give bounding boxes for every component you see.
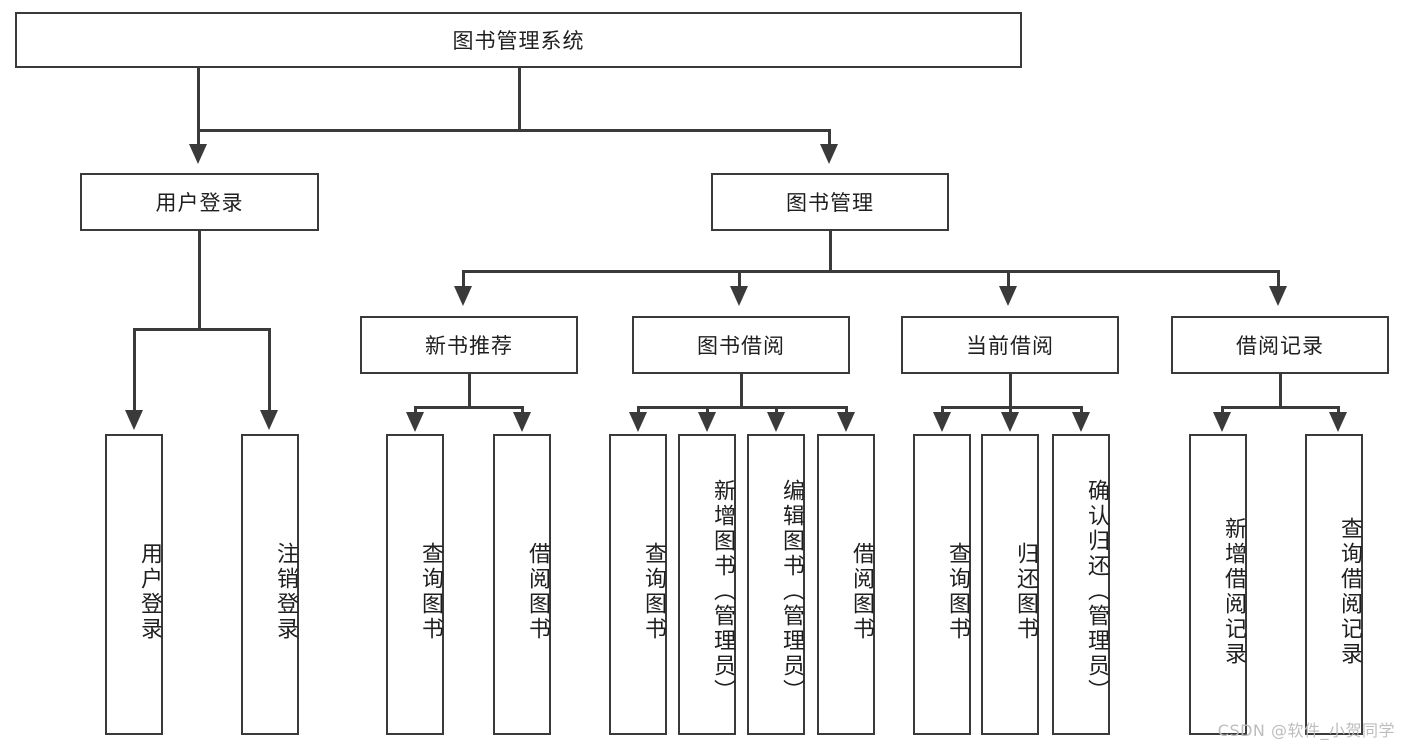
node-current-borrow[interactable]: 当前借阅 bbox=[901, 316, 1119, 374]
leaf-borrow-edit-book[interactable]: 编辑图书（管理员） bbox=[747, 434, 805, 735]
connector-record-drop-2 bbox=[1337, 406, 1340, 414]
arrow-recommend-to-borrow bbox=[513, 412, 531, 432]
connector-root-to-bookmgmt bbox=[828, 129, 831, 146]
leaf-logout[interactable]: 注销登录 bbox=[241, 434, 299, 735]
connector-current-drop-3 bbox=[1080, 406, 1083, 414]
connector-current-stem bbox=[1009, 374, 1012, 408]
connector-bookmgmt-stem bbox=[829, 231, 832, 272]
connector-borrow-drop-3 bbox=[775, 406, 778, 414]
leaf-user-login-label: 用户登录 bbox=[137, 541, 162, 642]
connector-current-drop-2 bbox=[1009, 406, 1012, 414]
leaf-borrow-lend-book[interactable]: 借阅图书 bbox=[817, 434, 875, 735]
leaf-current-confirm-return[interactable]: 确认归还（管理员） bbox=[1052, 434, 1110, 735]
connector-record-bus bbox=[1221, 406, 1340, 409]
arrow-login-to-user-login bbox=[125, 410, 143, 430]
connector-login-stem bbox=[198, 231, 201, 330]
arrow-current-to-query bbox=[933, 412, 951, 432]
arrow-borrow-to-add bbox=[698, 412, 716, 432]
arrow-bookmgmt-to-recommend bbox=[454, 286, 472, 306]
arrow-root-to-login bbox=[189, 144, 207, 164]
connector-borrow-stem bbox=[740, 374, 743, 408]
leaf-borrow-add-book-label: 新增图书（管理员） bbox=[710, 479, 735, 704]
node-book-borrow-label: 图书借阅 bbox=[697, 334, 785, 358]
arrow-recommend-to-query bbox=[406, 412, 424, 432]
node-user-login[interactable]: 用户登录 bbox=[80, 173, 319, 231]
arrow-root-to-bookmgmt bbox=[820, 144, 838, 164]
node-borrow-record[interactable]: 借阅记录 bbox=[1171, 316, 1389, 374]
arrow-borrow-to-lend bbox=[837, 412, 855, 432]
connector-bookmgmt-drop-1 bbox=[462, 270, 465, 288]
arrow-borrow-to-query bbox=[629, 412, 647, 432]
leaf-record-query[interactable]: 查询借阅记录 bbox=[1305, 434, 1363, 735]
leaf-current-query-book-label: 查询图书 bbox=[945, 541, 970, 642]
leaf-user-login[interactable]: 用户登录 bbox=[105, 434, 163, 735]
node-borrow-record-label: 借阅记录 bbox=[1236, 334, 1324, 358]
node-book-management-label: 图书管理 bbox=[786, 191, 874, 215]
connector-recommend-drop-2 bbox=[521, 406, 524, 414]
arrow-record-to-add bbox=[1213, 412, 1231, 432]
leaf-recommend-query-book[interactable]: 查询图书 bbox=[386, 434, 444, 735]
leaf-recommend-query-book-label: 查询图书 bbox=[418, 541, 443, 642]
node-book-management[interactable]: 图书管理 bbox=[711, 173, 949, 231]
connector-root-bus bbox=[197, 129, 831, 132]
connector-recommend-stem bbox=[468, 374, 471, 408]
leaf-recommend-borrow-book-label: 借阅图书 bbox=[525, 541, 550, 642]
connector-current-drop-1 bbox=[941, 406, 944, 414]
connector-borrow-drop-1 bbox=[637, 406, 640, 414]
node-root[interactable]: 图书管理系统 bbox=[15, 12, 1022, 68]
node-root-label: 图书管理系统 bbox=[452, 29, 585, 53]
node-current-borrow-label: 当前借阅 bbox=[966, 334, 1054, 358]
connector-record-stem bbox=[1279, 374, 1282, 408]
leaf-record-add-label: 新增借阅记录 bbox=[1221, 516, 1246, 667]
node-new-book-recommend[interactable]: 新书推荐 bbox=[360, 316, 578, 374]
connector-recommend-drop-1 bbox=[414, 406, 417, 414]
connector-borrow-bus bbox=[637, 406, 848, 409]
leaf-record-query-label: 查询借阅记录 bbox=[1337, 516, 1362, 667]
connector-bookmgmt-drop-3 bbox=[1007, 270, 1010, 288]
connector-recommend-bus bbox=[414, 406, 524, 409]
connector-root-to-login bbox=[197, 129, 200, 146]
connector-root-stem bbox=[197, 68, 200, 131]
leaf-borrow-edit-book-label: 编辑图书（管理员） bbox=[779, 479, 804, 704]
leaf-current-return-book[interactable]: 归还图书 bbox=[981, 434, 1039, 735]
arrow-current-to-confirm bbox=[1072, 412, 1090, 432]
leaf-logout-label: 注销登录 bbox=[273, 541, 298, 642]
leaf-borrow-lend-book-label: 借阅图书 bbox=[849, 541, 874, 642]
connector-bookmgmt-drop-2 bbox=[738, 270, 741, 288]
leaf-borrow-add-book[interactable]: 新增图书（管理员） bbox=[678, 434, 736, 735]
arrow-current-to-return bbox=[1001, 412, 1019, 432]
leaf-borrow-query-book[interactable]: 查询图书 bbox=[609, 434, 667, 735]
connector-bookmgmt-drop-4 bbox=[1277, 270, 1280, 288]
leaf-record-add[interactable]: 新增借阅记录 bbox=[1189, 434, 1247, 735]
watermark: CSDN @软件_小贺同学 bbox=[1217, 721, 1395, 740]
arrow-bookmgmt-to-current bbox=[999, 286, 1017, 306]
arrow-borrow-to-edit bbox=[767, 412, 785, 432]
leaf-current-query-book[interactable]: 查询图书 bbox=[913, 434, 971, 735]
node-book-borrow[interactable]: 图书借阅 bbox=[632, 316, 850, 374]
arrow-bookmgmt-to-borrow bbox=[730, 286, 748, 306]
connector-current-bus bbox=[941, 406, 1083, 409]
leaf-recommend-borrow-book[interactable]: 借阅图书 bbox=[493, 434, 551, 735]
connector-borrow-drop-4 bbox=[845, 406, 848, 414]
connector-login-right-drop bbox=[268, 328, 271, 413]
connector-borrow-drop-2 bbox=[706, 406, 709, 414]
leaf-current-confirm-return-label: 确认归还（管理员） bbox=[1084, 479, 1109, 704]
connector-root-stem-main bbox=[518, 68, 521, 131]
connector-record-drop-1 bbox=[1221, 406, 1224, 414]
leaf-borrow-query-book-label: 查询图书 bbox=[641, 541, 666, 642]
node-new-book-recommend-label: 新书推荐 bbox=[425, 334, 513, 358]
connector-login-bus bbox=[133, 328, 271, 331]
connector-bookmgmt-bus bbox=[462, 270, 1280, 273]
arrow-record-to-query bbox=[1329, 412, 1347, 432]
arrow-login-to-logout bbox=[260, 410, 278, 430]
leaf-current-return-book-label: 归还图书 bbox=[1013, 541, 1038, 642]
connector-login-left-drop bbox=[133, 328, 136, 413]
node-user-login-label: 用户登录 bbox=[155, 191, 244, 215]
arrow-bookmgmt-to-record bbox=[1269, 286, 1287, 306]
